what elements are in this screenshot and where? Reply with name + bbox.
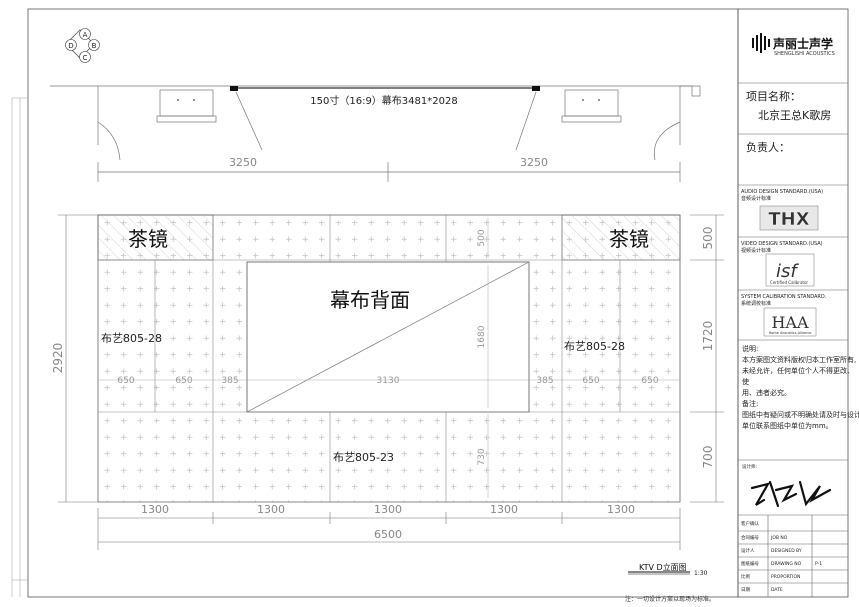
bottom-dim-2: 1300: [257, 503, 285, 516]
thx-logo: [759, 205, 819, 231]
bottom-dim-1: 1300: [141, 503, 169, 516]
owner-label: 负责人：: [746, 140, 790, 154]
plan-view: [50, 85, 701, 182]
notes-line-2: 未经允许，任何单位个人不得更改、: [742, 366, 854, 375]
calibration-standard: SYSTEM CALIBRATION STANDARD.: [741, 294, 827, 300]
row-en-3: DRAWING NO: [771, 561, 802, 567]
designer-signature: [750, 480, 832, 508]
mirror-label-right: 茶镜: [609, 227, 649, 251]
logo-subtext: SHENGLISHI ACOUSTICS: [774, 51, 835, 57]
bottom-dim-4: 1300: [490, 503, 518, 516]
thx-logo-text: THX: [768, 209, 809, 230]
panel-dim-2: 650: [175, 376, 192, 386]
notes-line-4: 用、违者必究。: [742, 388, 791, 397]
right-dim-3: 700: [701, 446, 715, 469]
panel-dim-3: 385: [221, 376, 238, 386]
row-cn-3: 图纸编号: [741, 560, 759, 567]
notes-title: 说明:: [742, 344, 758, 353]
compass-a: A: [83, 31, 88, 39]
video-standard: VIDEO DESIGN STANDARD.(USA): [741, 241, 823, 247]
project-name: 北京王总K歌房: [758, 108, 831, 122]
drawing-title: KTV D立面图: [639, 562, 687, 572]
mirror-panel-left: [97, 214, 214, 261]
title-block-border: [737, 8, 849, 598]
row-en-2: DESIGNED BY: [771, 548, 802, 554]
fabric-label-left: 布艺805-28: [101, 332, 162, 345]
bottom-dim-5: 1300: [607, 503, 635, 516]
right-dimensions: [690, 214, 724, 503]
isf-logo: [765, 253, 815, 287]
panel-dim-5: 385: [536, 376, 553, 386]
row-cn-0: 客户确认: [741, 520, 759, 527]
notes-line-5: 备注:: [742, 399, 758, 408]
elevation-wall: [97, 214, 681, 503]
top-dim-left: 3250: [229, 156, 257, 169]
notes-line-1: 本方案图文资料版权归本工作室所有,: [742, 355, 856, 364]
fabric-label-right: 布艺805-28: [564, 340, 625, 353]
compass-d: D: [68, 42, 73, 50]
logo-icon: [752, 33, 770, 53]
footer-note: 注：一切设计方案以现场为标准。: [625, 595, 715, 603]
compass-b: B: [92, 42, 97, 50]
panel-dim-7: 650: [641, 376, 658, 386]
inner-dim-middle: 1680: [477, 325, 487, 348]
isf-logo-subtext: Certified Calibrator: [770, 280, 808, 285]
logo-text: 声丽士声学: [772, 36, 833, 51]
overall-height: 2920: [51, 343, 65, 374]
row-cn-5: 日期: [741, 587, 750, 593]
inner-dim-top: 500: [477, 229, 487, 246]
isf-logo-text: isf: [776, 261, 799, 282]
designer-label: 设计师:: [742, 463, 757, 470]
project-label: 项目名称：: [746, 89, 801, 103]
row-en-1: JOB NO: [770, 535, 788, 541]
row-cn-2: 设计人: [741, 547, 755, 554]
compass-c: C: [83, 54, 88, 62]
drawing-scale: 1:30: [694, 570, 708, 577]
top-dim-right: 3250: [520, 156, 548, 169]
panel-dim-1: 650: [117, 376, 134, 386]
compass-icon: D A B C: [65, 28, 100, 63]
row-cn-1: 合同编号: [741, 534, 759, 541]
row-cn-4: 比例: [741, 573, 750, 580]
screen-label: 150寸（16:9）幕布3481*2028: [310, 94, 457, 107]
calibration-standard-cn: 系统调校标准: [741, 300, 771, 307]
bottom-dim-3: 1300: [374, 503, 402, 516]
panel-dim-6: 650: [582, 376, 599, 386]
haa-logo-subtext: Home Acoustics Alliance: [769, 331, 812, 335]
row-en-5: DATE: [771, 587, 783, 593]
fabric-label-bottom: 布艺805-23: [333, 451, 394, 464]
row-value-3: P-1: [815, 561, 822, 567]
notes-line-6: 图纸中有疑问或不明确处请及时与设计: [742, 410, 859, 419]
bottom-dimensions: [97, 508, 681, 550]
right-dim-2: 1720: [701, 321, 715, 352]
height-dimension: [58, 214, 98, 503]
audio-standard-cn: 音频设计标准: [741, 195, 771, 202]
overall-width: 6500: [374, 528, 402, 541]
audio-standard: AUDIO DESIGN STANDARD.(USA): [741, 189, 823, 195]
panel-dim-4: 3130: [377, 376, 400, 386]
video-standard-cn: 视频设计标准: [741, 247, 771, 254]
title-block: [738, 82, 848, 597]
notes-line-7: 单位联系图纸中单位为mm。: [742, 421, 833, 430]
right-dim-1: 500: [701, 227, 715, 250]
screen-back-label: 幕布背面: [330, 288, 410, 312]
inner-dim-bottom: 730: [477, 448, 487, 465]
notes-line-3: 使: [742, 377, 749, 386]
haa-logo: [763, 307, 817, 337]
row-en-4: PROPORTION: [771, 574, 800, 580]
haa-logo-text: HAA: [771, 313, 809, 332]
mirror-label-left: 茶镜: [128, 227, 168, 251]
